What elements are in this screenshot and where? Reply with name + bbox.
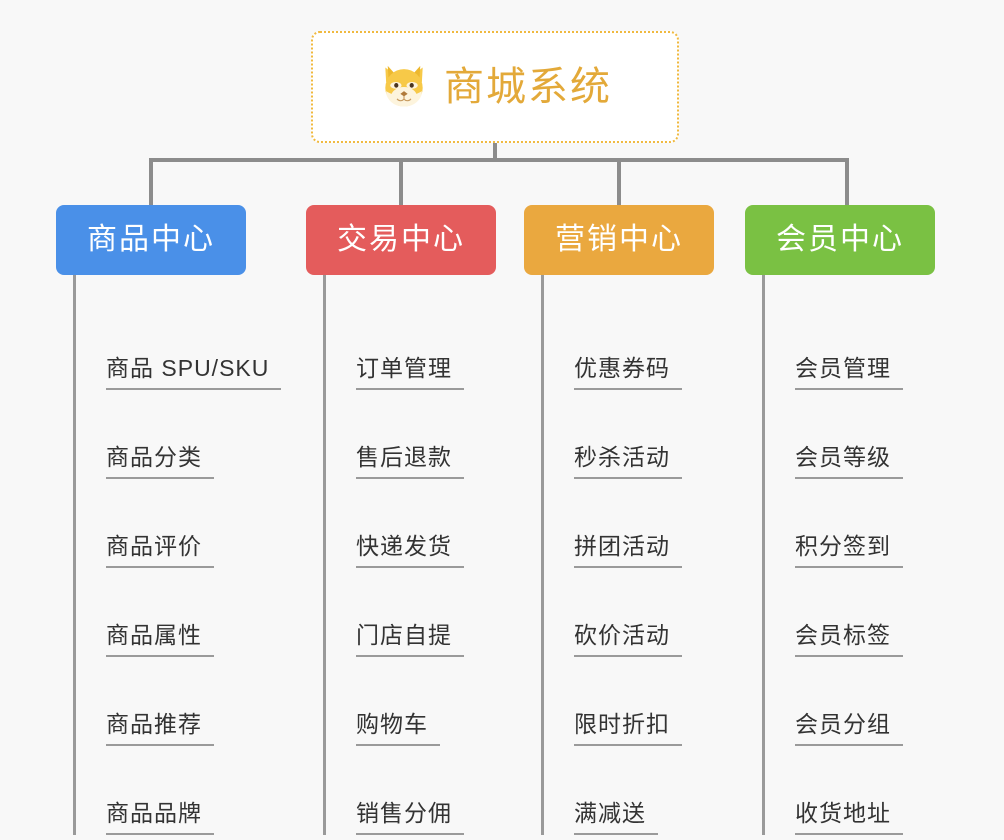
root-node[interactable]: 商城系统 [311,31,679,143]
category-column-marketing: 营销中心 优惠券码 秒杀活动 拼团活动 砍价活动 限时折扣 满减送 [524,205,714,835]
leaf-label: 会员管理 [795,355,891,381]
leaf-list-member: 会员管理 会员等级 积分签到 会员标签 会员分组 收货地址 [762,275,935,835]
category-column-member: 会员中心 会员管理 会员等级 积分签到 会员标签 会员分组 收货地址 [745,205,935,835]
list-item[interactable]: 商品属性 [76,568,281,657]
category-header-marketing[interactable]: 营销中心 [524,205,714,275]
list-item[interactable]: 商品评价 [76,479,281,568]
leaf-label: 商品属性 [106,622,202,648]
category-label: 营销中心 [555,223,683,256]
list-item[interactable]: 销售分佣 [326,746,496,835]
list-item[interactable]: 优惠券码 [544,301,714,390]
category-header-product[interactable]: 商品中心 [56,205,246,275]
leaf-label: 商品推荐 [106,711,202,737]
leaf-label: 会员等级 [795,444,891,470]
leaf-label: 拼团活动 [574,533,670,559]
leaf-label: 商品评价 [106,533,202,559]
leaf-label: 商品品牌 [106,800,202,826]
list-item[interactable]: 积分签到 [765,479,935,568]
leaf-label: 销售分佣 [356,800,452,826]
list-item[interactable]: 会员标签 [765,568,935,657]
connector-drop-1 [149,158,153,208]
list-item[interactable]: 购物车 [326,657,496,746]
leaf-label: 商品 SPU/SKU [106,355,270,381]
leaf-label: 购物车 [356,711,428,737]
connector-horizontal-bus [149,158,849,162]
category-column-trade: 交易中心 订单管理 售后退款 快递发货 门店自提 购物车 销售分佣 [306,205,496,835]
list-item[interactable]: 砍价活动 [544,568,714,657]
leaf-label: 门店自提 [356,622,452,648]
category-label: 会员中心 [776,223,904,256]
list-item[interactable]: 门店自提 [326,568,496,657]
list-item[interactable]: 商品分类 [76,390,281,479]
connector-drop-2 [399,158,403,208]
list-item[interactable]: 快递发货 [326,479,496,568]
connector-drop-3 [617,158,621,208]
list-item[interactable]: 限时折扣 [544,657,714,746]
leaf-label: 快递发货 [356,533,452,559]
leaf-list-trade: 订单管理 售后退款 快递发货 门店自提 购物车 销售分佣 [323,275,496,835]
list-item[interactable]: 订单管理 [326,301,496,390]
category-column-product: 商品中心 商品 SPU/SKU 商品分类 商品评价 商品属性 商品推荐 商品品牌 [56,205,282,835]
list-item[interactable]: 售后退款 [326,390,496,479]
leaf-label: 优惠券码 [574,355,670,381]
list-item[interactable]: 商品品牌 [76,746,281,835]
category-label: 商品中心 [87,223,215,256]
leaf-label: 售后退款 [356,444,452,470]
list-item[interactable]: 秒杀活动 [544,390,714,479]
list-item[interactable]: 收货地址 [765,746,935,835]
leaf-list-marketing: 优惠券码 秒杀活动 拼团活动 砍价活动 限时折扣 满减送 [541,275,714,835]
list-item[interactable]: 商品 SPU/SKU [76,301,282,390]
shiba-dog-icon [385,65,423,107]
root-title: 商城系统 [444,65,612,109]
list-item[interactable]: 会员等级 [765,390,935,479]
leaf-label: 会员标签 [795,622,891,648]
leaf-label: 秒杀活动 [574,444,670,470]
leaf-label: 满减送 [574,800,646,826]
list-item[interactable]: 会员管理 [765,301,935,390]
connector-root-stem [493,143,497,162]
list-item[interactable]: 商品推荐 [76,657,281,746]
leaf-label: 会员分组 [795,711,891,737]
leaf-list-product: 商品 SPU/SKU 商品分类 商品评价 商品属性 商品推荐 商品品牌 [73,275,282,835]
list-item[interactable]: 满减送 [544,746,714,835]
leaf-label: 商品分类 [106,444,202,470]
leaf-label: 收货地址 [795,800,891,826]
connector-drop-4 [845,158,849,208]
category-label: 交易中心 [337,223,465,256]
leaf-label: 砍价活动 [574,622,670,648]
list-item[interactable]: 会员分组 [765,657,935,746]
list-item[interactable]: 拼团活动 [544,479,714,568]
leaf-label: 积分签到 [795,533,891,559]
category-header-trade[interactable]: 交易中心 [306,205,496,275]
leaf-label: 订单管理 [356,355,452,381]
category-header-member[interactable]: 会员中心 [745,205,935,275]
leaf-label: 限时折扣 [574,711,670,737]
